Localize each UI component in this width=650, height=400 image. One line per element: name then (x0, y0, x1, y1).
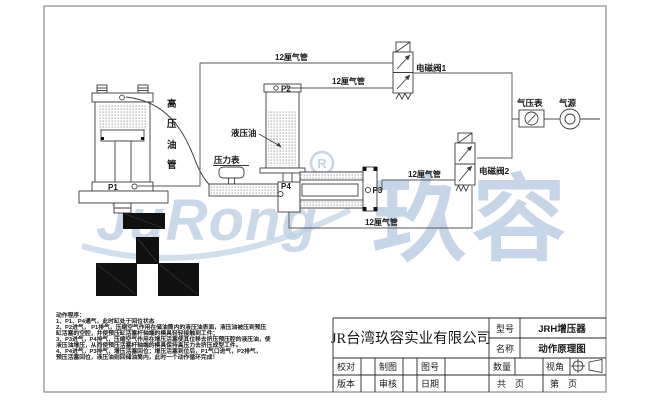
date-label: 日期 (421, 379, 439, 389)
cone-view-symbol-icon (588, 359, 603, 373)
audit-label: 审核 (379, 378, 397, 389)
note-line: 2、P2进气， P1排气，压缩空气作用在储油筒内的液压油表面，液压油被压到预压 (56, 323, 267, 331)
note-line: 3、P3进气，P4排气，压缩空气作用在增压活塞使其位移去挤压预压腔的液压油，使 (56, 335, 271, 343)
pressure-gauge (213, 165, 249, 185)
label-p3: P3 (373, 186, 383, 195)
booster-cylinder (277, 166, 378, 213)
booster-piston-rod (301, 183, 359, 197)
label-p1: P1 (108, 183, 118, 192)
model-value: JRH增压器 (538, 323, 586, 335)
hydraulic-oil-leader (258, 133, 281, 147)
qty-label: 数量 (493, 361, 511, 372)
port-p1 (131, 183, 138, 190)
press-top-bolt-right (137, 84, 149, 94)
solenoid-valve-1 (392, 41, 414, 100)
svg-text:高: 高 (167, 98, 177, 110)
solenoid-valve-2 (454, 132, 476, 193)
label-p2: P2 (281, 85, 291, 94)
version-label: 版本 (337, 378, 355, 389)
booster-bottom-band (299, 199, 364, 209)
label-pipe2: 12厘气管 (332, 76, 365, 86)
port-p2 (273, 85, 279, 91)
label-hp-pipe: 高 压 油 管 (167, 98, 177, 171)
note-line: 预压活塞回位，液压油则回储油筒内，此时一个动作循环完成！ (56, 353, 218, 361)
name-value: 动作原理图 (538, 343, 586, 355)
leader-arrowhead (276, 142, 282, 148)
note-line: 4、P4进气，P3排气，增压活塞回位；增压活塞到位后，P1气口进气，P2排气， (56, 347, 262, 355)
air-pipes (138, 62, 513, 229)
drawno-label: 图号 (421, 362, 439, 372)
draw-label: 制图 (379, 361, 397, 372)
label-hydraulic-oil: 液压油 (231, 128, 257, 138)
label-valve2: 电磁阀2 (479, 166, 510, 176)
svg-text:管: 管 (167, 159, 177, 171)
pipe-p1-line (138, 62, 393, 187)
note-line: 缸活塞的空腔，并使预压缸活塞杆轴端的模具轻轻接触到工件； (56, 329, 218, 337)
valve1-spring-icon (395, 92, 412, 100)
oil-tank (259, 83, 306, 184)
projection-symbols (571, 359, 603, 373)
check-label: 校对 (337, 361, 355, 372)
tank-flange (259, 167, 306, 174)
press-top-port (119, 94, 125, 101)
title-block (332, 317, 606, 392)
press-piston-stem (114, 140, 132, 187)
air-gauge-needle (527, 114, 536, 123)
registered-mark-letter: R (317, 156, 327, 171)
air-source-inner (564, 113, 576, 125)
label-air-source: 气源 (558, 98, 577, 108)
label-p4: P4 (281, 182, 291, 191)
pipe-supply-line (413, 72, 513, 159)
svg-text:油: 油 (167, 139, 177, 151)
pipe-p3-line (374, 179, 455, 191)
air-supply-group (512, 108, 600, 130)
port-p4 (277, 190, 284, 198)
note-line: 动作程序： (56, 311, 85, 319)
label-pipe1: 12厘气管 (275, 52, 308, 62)
label-pressure-gauge: 压力表 (214, 155, 240, 165)
booster-top-band (299, 171, 364, 181)
model-label: 型号 (496, 324, 514, 334)
label-air-gauge: 气压表 (516, 98, 543, 108)
port-p3 (364, 186, 372, 194)
pipe-p4-line (288, 186, 473, 229)
pressure-gauge-body (218, 166, 245, 179)
press-bottom-cap (91, 181, 154, 192)
note-line: 液压油增压，从而使预压活塞杆轴端的模具保持高压力去挤压成型工件。 (56, 341, 242, 349)
page-no-label: 第 页 (550, 378, 577, 389)
press-cylinder (78, 84, 169, 214)
label-valve1: 电磁阀1 (416, 63, 447, 73)
tank-oil-fill (268, 111, 297, 166)
drawing-frame (43, 5, 607, 393)
svg-text:压: 压 (167, 119, 177, 130)
note-line: 1、P1、P4通气，此时缸处于回位状态 (56, 317, 155, 325)
valve2-spring-icon (455, 184, 469, 193)
notes: 动作程序： 1、P1、P4通气，此时缸处于回位状态 2、P2进气， P1排气，压… (56, 311, 271, 361)
press-oil-fill (97, 104, 148, 130)
press-top-bolt-left (96, 84, 108, 94)
press-mount-plate (78, 190, 169, 204)
die-blocks (96, 213, 199, 296)
total-pages-label: 共 页 (497, 379, 524, 389)
pipe-p2-line (286, 84, 393, 89)
company-name: JR台湾玖容实业有限公司 (331, 330, 491, 347)
watermark-swoosh (81, 207, 352, 261)
label-pipe4: 12厘气管 (365, 217, 398, 227)
view-label: 视角 (546, 361, 564, 372)
hp-oil-pipe (125, 96, 215, 190)
label-pipe3: 12厘气管 (408, 169, 441, 179)
name-label: 名称 (496, 343, 514, 354)
pressure-gauge-stem (228, 177, 235, 185)
press-piston-bar (100, 129, 145, 142)
